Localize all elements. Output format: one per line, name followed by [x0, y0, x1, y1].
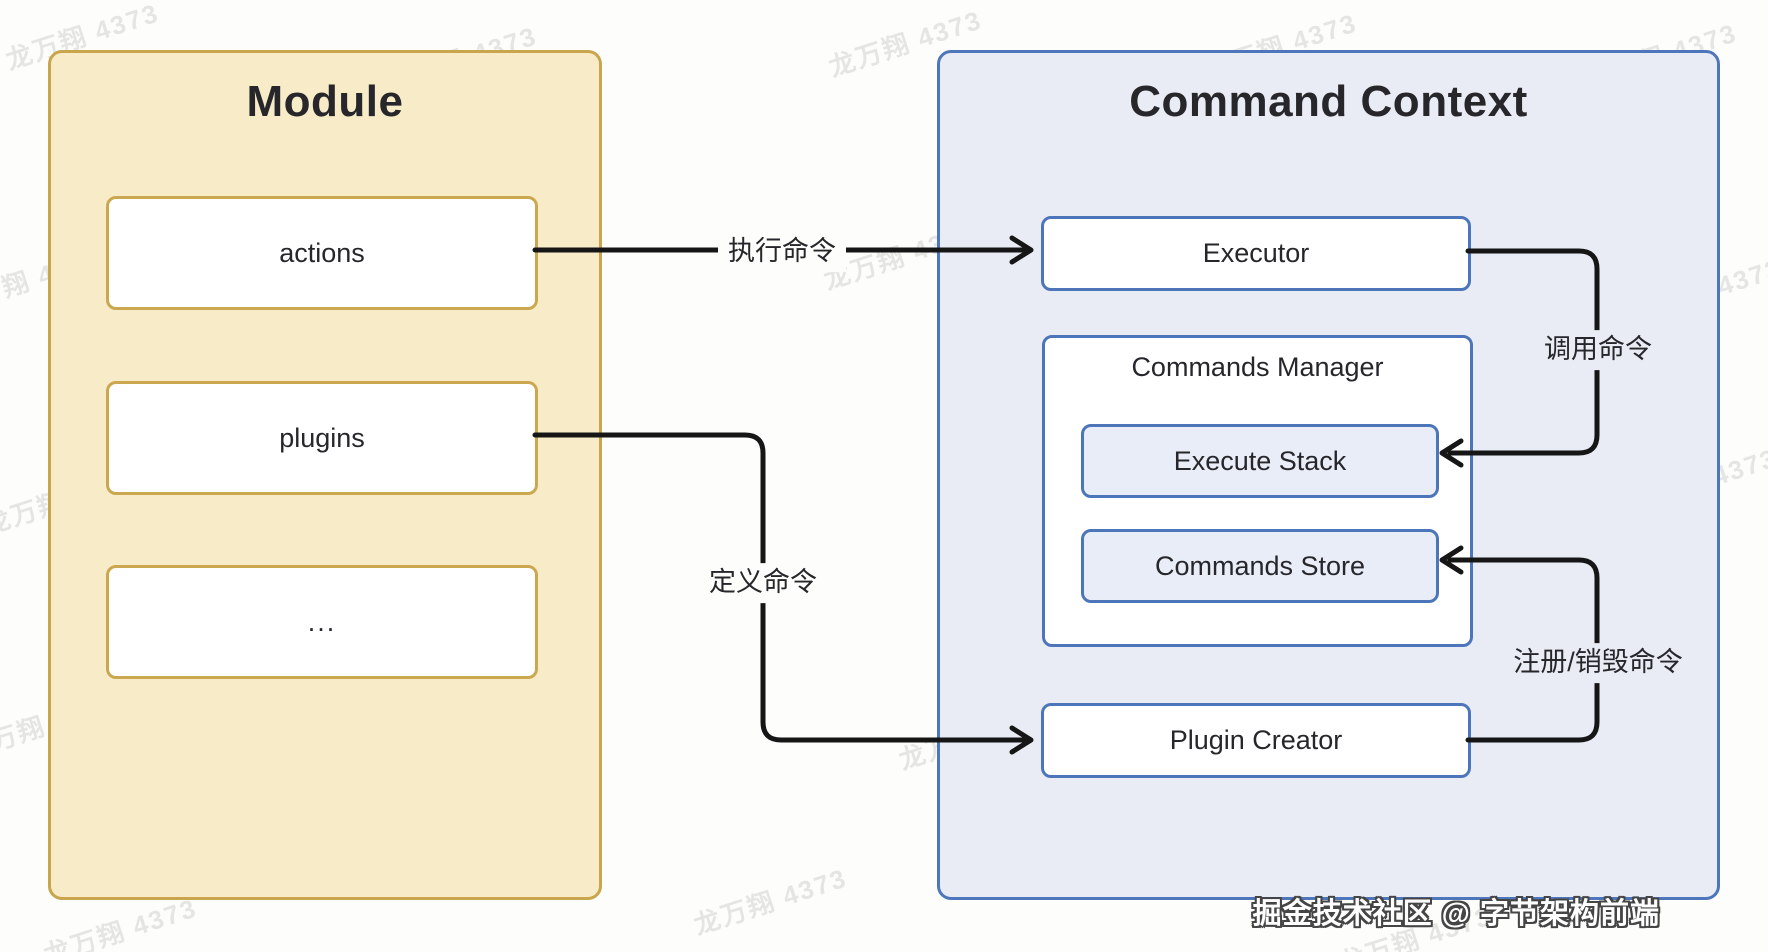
- watermark-text: 龙万翔 4373: [690, 862, 851, 941]
- command-context-title: Command Context: [1129, 77, 1528, 126]
- commands-store-node: Commands Store: [1081, 529, 1439, 603]
- commands-manager-node: Commands Manager Execute Stack Commands …: [1042, 335, 1473, 647]
- arrow-label-execute: 执行命令: [718, 232, 846, 272]
- command-context-container: Command Context Executor Commands Manage…: [937, 50, 1720, 900]
- plugins-label: plugins: [279, 422, 365, 453]
- module-container: Module actions plugins ...: [48, 50, 602, 900]
- commands-manager-title: Commands Manager: [1131, 352, 1384, 382]
- arrow-label-register: 注册/销毁命令: [1503, 643, 1693, 683]
- ellipsis-label: ...: [307, 606, 337, 637]
- commands-store-label: Commands Store: [1154, 550, 1366, 581]
- community-caption: 掘金技术社区 @ 字节架构前端: [1252, 898, 1660, 930]
- executor-label: Executor: [1202, 238, 1310, 268]
- arrow-label-define: 定义命令: [699, 563, 827, 603]
- arrow-label-invoke: 调用命令: [1534, 330, 1662, 370]
- plugin-creator-node: Plugin Creator: [1041, 703, 1471, 778]
- ellipsis-node: ...: [106, 565, 538, 679]
- actions-label: actions: [279, 237, 365, 268]
- plugin-creator-label: Plugin Creator: [1169, 725, 1343, 755]
- executor-node: Executor: [1041, 216, 1471, 291]
- execute-stack-label: Execute Stack: [1173, 445, 1347, 476]
- actions-node: actions: [106, 196, 538, 310]
- module-title: Module: [246, 77, 404, 126]
- plugins-node: plugins: [106, 381, 538, 495]
- execute-stack-node: Execute Stack: [1081, 424, 1439, 498]
